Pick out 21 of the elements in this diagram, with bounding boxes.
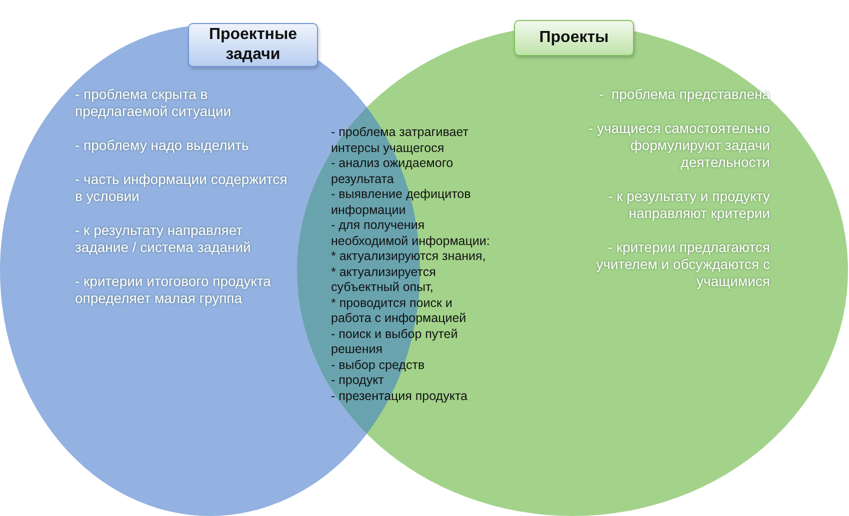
bullet-text: * актуализируется субъектный опыт,	[331, 264, 437, 296]
bullet-text: - к результату и продукту направляют критерии	[607, 188, 770, 222]
bullet-text: * актуализируются знания,	[331, 249, 487, 264]
bullet-text: - поиск и выбор путей решения	[331, 326, 459, 358]
bullet-text: - презентация продукта	[331, 388, 468, 404]
bullet-text: - проблему надо выделить	[75, 137, 250, 154]
bullet-text: - выявление дефицитов информации	[331, 187, 472, 218]
heading-box: Проекты	[514, 20, 634, 56]
bullet-text: - для получения необходимой информации:	[331, 218, 491, 249]
bullet-text: * проводится поиск и работа с информацией	[331, 296, 468, 326]
bullet-text: - анализ ожидаемого результата	[331, 156, 454, 187]
bullet-text: - учащиеся самостоятельно формулируют задачи деятельности	[587, 120, 770, 171]
bullet-text: - выбор средств	[331, 358, 426, 373]
bullet-text: - проблема скрыта в предлагаемой ситуации	[75, 86, 232, 120]
bullet-text: - к результату направляет задание / система заданий	[75, 222, 252, 256]
heading-box: Проектные задачи	[188, 23, 318, 67]
bullet-text: - проблема затрагивает интерсы учащегося	[331, 125, 470, 156]
bullet-text: - продукт	[331, 373, 385, 388]
bullet-text: - часть информации содержится в условии	[75, 171, 288, 205]
bullet-text: - критерии предлагаются учителем и обсуждаются с учащимися	[595, 239, 770, 290]
bullet-text: - критерии итогового продукта определяет малая группа	[75, 273, 272, 307]
